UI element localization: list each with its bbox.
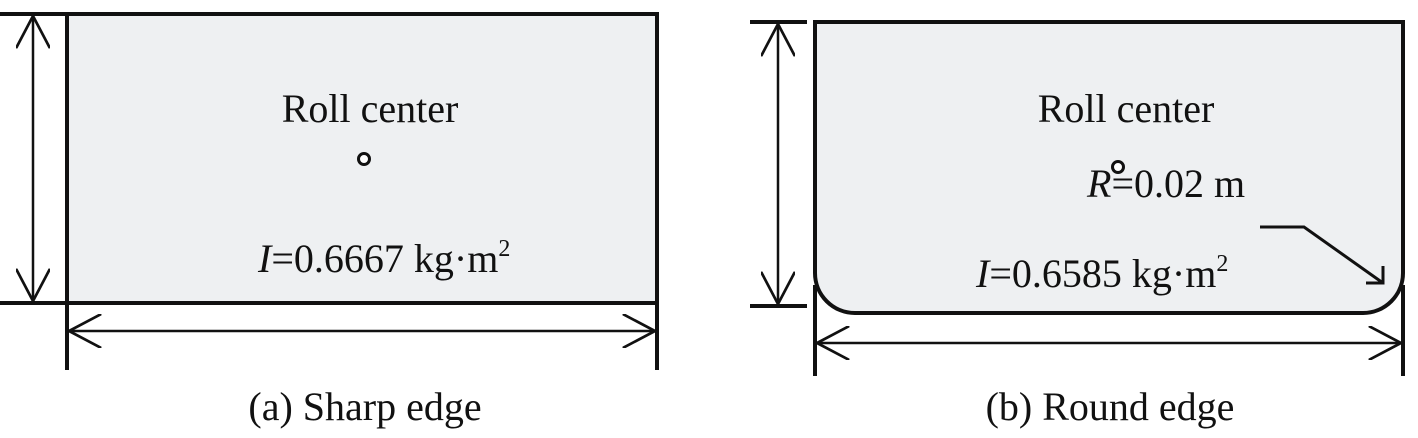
inertia-label: I=0.6667 kg·m2: [257, 236, 510, 281]
radius-label: R=0.02 m: [1086, 161, 1245, 206]
panel-round-edge: Roll center R=0.02 m I=0.6585 kg·m2 (b) …: [750, 20, 1405, 429]
roll-center-marker: [357, 152, 371, 166]
radius-leader-arrow: [1260, 225, 1384, 285]
panel-sharp-edge: Roll center I=0.6667 kg·m2 (a) Sharp edg…: [0, 12, 659, 429]
inertia-label: I=0.6585 kg·m2: [975, 251, 1228, 296]
caption-b: (b) Round edge: [986, 384, 1235, 429]
roll-center-label: Roll center: [1038, 86, 1215, 131]
roll-center-marker: [1111, 160, 1125, 174]
radius-arrowhead: [1366, 266, 1385, 285]
caption-a: (a) Sharp edge: [248, 384, 481, 429]
roll-center-label: Roll center: [282, 86, 459, 131]
